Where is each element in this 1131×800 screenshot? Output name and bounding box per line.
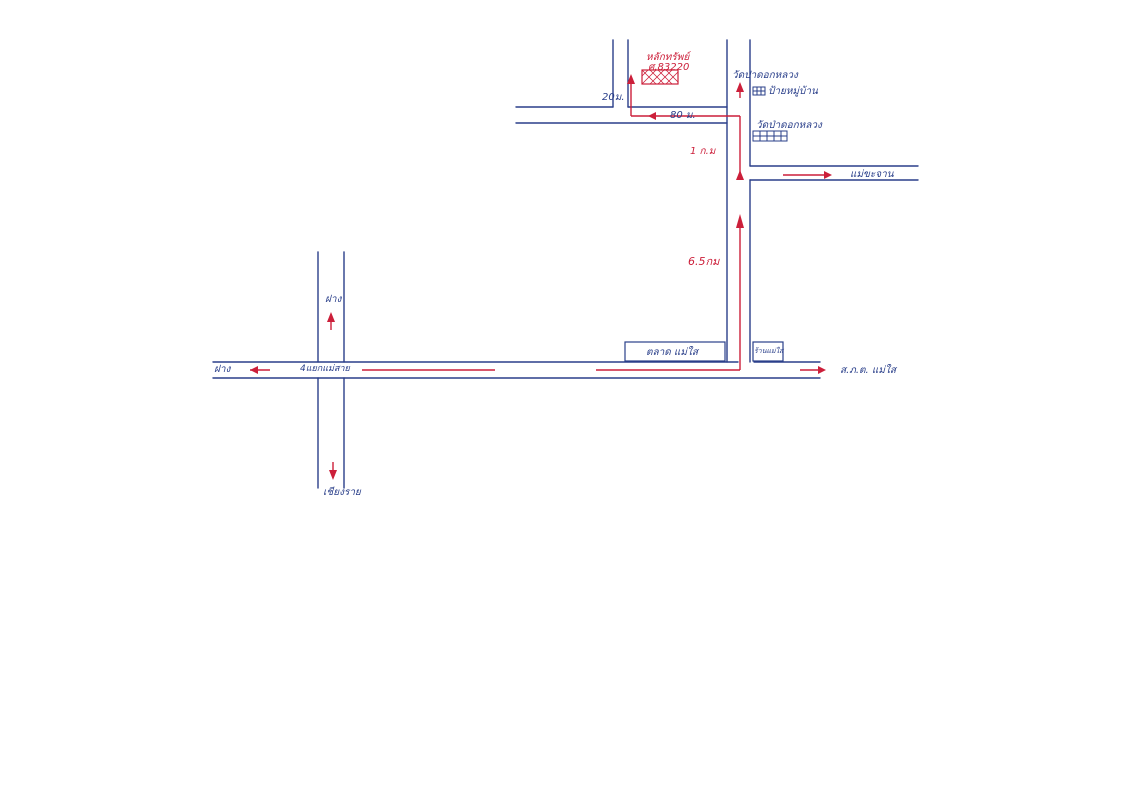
arrow-north-main	[736, 214, 744, 228]
arrow-west-spur	[648, 112, 656, 120]
market-label: ตลาด แม่ใส	[646, 347, 698, 358]
village-sign-label: ป้ายหมู่บ้าน	[768, 86, 818, 97]
junction-label: 4แยกแม่สาย	[300, 364, 350, 374]
arrow-east-branch	[824, 171, 832, 179]
market-box	[624, 341, 726, 362]
destination-code: ศ.83220	[648, 62, 690, 73]
arrow-north-upper	[736, 170, 744, 180]
temple-north-label: วัดป่าดอกหลวง	[732, 70, 798, 81]
distance-65km-label: 6.5กม	[688, 255, 720, 268]
temple-south-label: วัดป่าดอกหลวง	[756, 120, 822, 131]
police-box	[752, 341, 784, 362]
arrow-south-left	[329, 470, 337, 480]
village-sign-icon	[752, 86, 766, 96]
east-end-label: ส.ภ.ต. แม่ใส	[840, 365, 896, 376]
south-road-left-label: เชียงราย	[323, 487, 361, 498]
distance-west-spur-label: 20ม.	[602, 92, 625, 103]
arrow-west-end	[250, 366, 258, 374]
police-box-label: ร้านแม่ใส	[754, 347, 784, 355]
east-road-label: แม่ขะจาน	[850, 169, 894, 180]
distance-1km-label: 1 ก.ม	[690, 146, 716, 157]
west-road-label: ฝาง	[214, 364, 231, 375]
arrow-east-end	[818, 366, 826, 374]
destination-marker	[641, 69, 679, 85]
arrow-upper-right	[736, 82, 744, 92]
destination-name: หลักทรัพย์	[646, 52, 690, 63]
temple-icon	[752, 130, 788, 142]
arrow-to-dest	[627, 74, 635, 84]
destination-hatching	[641, 69, 679, 85]
arrow-north-left	[327, 312, 335, 322]
distance-to-dest-label: 80 ม.	[670, 110, 696, 121]
north-road-left-label: ฝาง	[325, 294, 342, 305]
